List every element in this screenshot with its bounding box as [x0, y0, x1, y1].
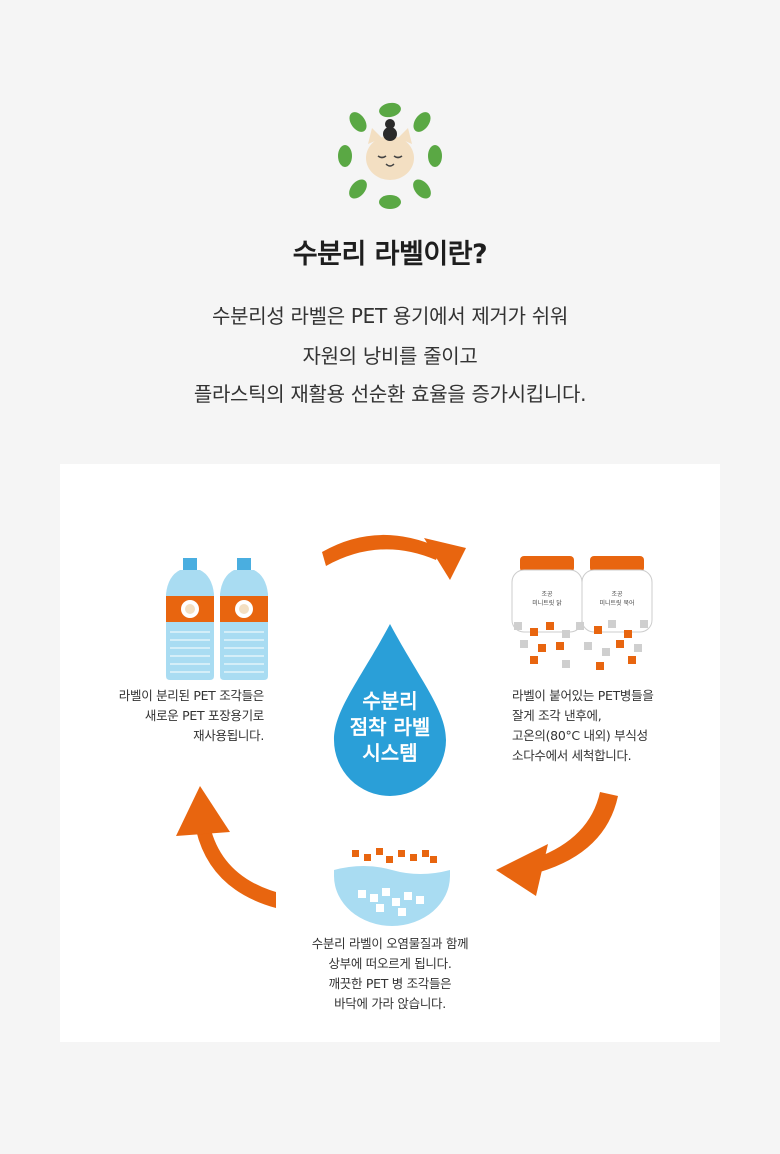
pet-fragments: [514, 620, 648, 670]
step-bottom-caption: 수분리 라벨이 오염물질과 함께 상부에 떠오르게 됩니다. 깨끗한 PET 병…: [290, 934, 490, 1014]
cat-face-icon: [366, 119, 414, 180]
description-line-1: 수분리성 라벨은 PET 용기에서 제거가 쉬워: [212, 304, 568, 328]
step-left-line-2: 새로운 PET 포장용기로: [144, 708, 264, 723]
step-right-caption: 라벨이 붙어있는 PET병들을 잘게 조각 낸후에, 고온의(80°C 내외) …: [512, 686, 654, 766]
pet-flakes: [358, 888, 424, 916]
pet-bottles-icon: [166, 558, 268, 680]
brand-logo: [334, 100, 446, 212]
jar-1-product: 미니트릿 닭: [532, 600, 562, 607]
step-right-line-1: 라벨이 붙어있는 PET병들을: [512, 688, 654, 703]
description-line-3: 플라스틱의 재활용 선순환 효율을 증가시킵니다.: [193, 382, 587, 406]
center-line-2: 점착 라벨: [349, 715, 431, 739]
arrow-right-icon: [496, 792, 618, 896]
bottle-2: [220, 558, 268, 680]
pet-jars-icon: [511, 556, 653, 670]
step-bottom-line-2: 상부에 떠오르게 됩니다.: [328, 956, 452, 971]
arrow-left-icon: [176, 786, 276, 908]
step-bottom-line-3: 깨끗한 PET 병 조각들은: [328, 976, 452, 991]
water-drop-icon: [334, 624, 446, 796]
leaf-wreath-icon: [338, 102, 442, 209]
step-right-line-3: 고온의(80°C 내외) 부식성: [512, 728, 648, 743]
jar-2-product: 미니트릿 북어: [599, 600, 635, 607]
jar-1-label: 조공 미니트릿 닭: [508, 590, 586, 608]
floating-labels: [352, 848, 437, 863]
page-title: 수분리 라벨이란?: [292, 239, 488, 270]
step-left-line-1: 라벨이 분리된 PET 조각들은: [118, 688, 265, 703]
jar-1: [511, 556, 583, 633]
center-line-1: 수분리: [362, 689, 418, 713]
jar-2-label: 조공 미니트릿 북어: [578, 590, 656, 608]
bottle-1: [166, 558, 214, 680]
wash-tank-icon: [334, 848, 450, 926]
description-line-2: 자원의 낭비를 줄이고: [302, 344, 478, 368]
step-bottom-line-1: 수분리 라벨이 오염물질과 함께: [311, 936, 469, 951]
step-left-caption: 라벨이 분리된 PET 조각들은 새로운 PET 포장용기로 재사용됩니다.: [118, 686, 265, 746]
center-line-3: 시스템: [362, 741, 418, 765]
jar-2-brand: 조공: [611, 591, 623, 598]
jar-2: [581, 556, 653, 633]
arrow-top-icon: [322, 534, 466, 580]
step-right-line-2: 잘게 조각 낸후에,: [512, 708, 602, 723]
step-left-line-3: 재사용됩니다.: [193, 728, 264, 743]
step-bottom-line-4: 바닥에 가라 앉습니다.: [334, 996, 446, 1011]
step-right-line-4: 소다수에서 세척합니다.: [512, 748, 632, 763]
jar-1-brand: 조공: [541, 591, 553, 598]
